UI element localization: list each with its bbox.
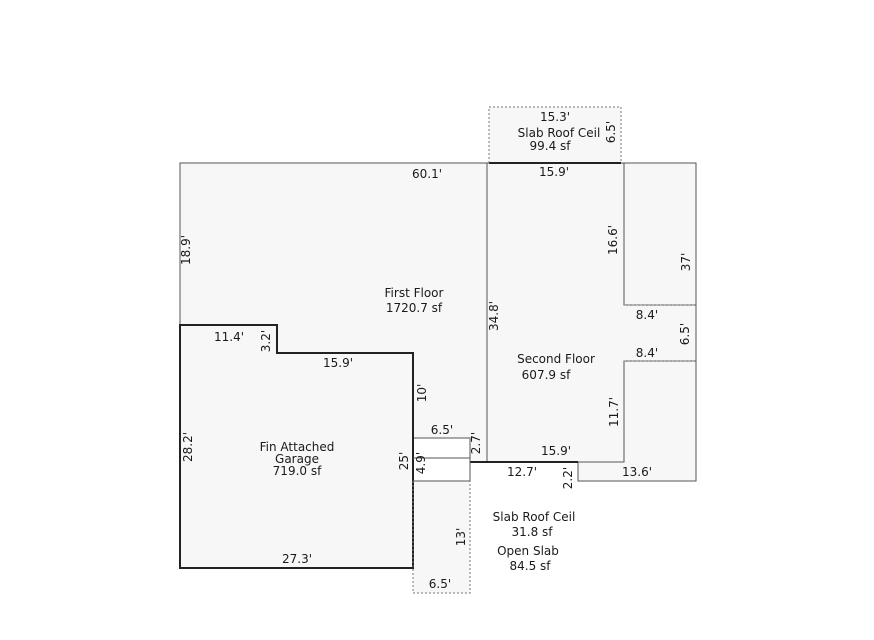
dim-open-slab-depth: 13' — [454, 528, 468, 547]
dim-small-width: 6.5' — [431, 423, 453, 437]
dim-second-right-lower: 11.7' — [607, 397, 621, 427]
garage-label-line2: Garage — [275, 452, 319, 466]
dim-second-bottom: 15.9' — [541, 444, 571, 458]
dim-notch-top: 8.4' — [636, 308, 658, 322]
second-floor-size: 607.9 sf — [522, 368, 571, 382]
dim-slab-top-width: 15.3' — [540, 110, 570, 124]
dim-top-width: 60.1' — [412, 167, 442, 181]
dim-right-height: 37' — [679, 253, 693, 272]
garage-outline — [179, 324, 414, 569]
garage-area — [180, 325, 413, 568]
first-floor-size: 1720.7 sf — [386, 301, 443, 315]
dim-second-top: 15.9' — [539, 165, 569, 179]
open-slab-label: Open Slab — [497, 544, 559, 558]
slab-roof-top-outline — [488, 106, 622, 163]
dim-notch-depth: 6.5' — [678, 323, 692, 345]
dim-garage-bottom: 27.3' — [282, 552, 312, 566]
slab-roof-top-label: Slab Roof Ceil — [518, 126, 601, 140]
dim-garage-right-lower: 25' — [397, 452, 411, 471]
dim-open-slab-width: 6.5' — [429, 577, 451, 591]
dim-second-left: 34.8' — [487, 301, 501, 331]
slab-roof-bottom-size: 31.8 sf — [511, 525, 553, 539]
dim-small-depth-a: 2.7' — [469, 432, 483, 454]
dim-garage-step-depth: 3.2' — [259, 330, 273, 352]
dim-garage-step-width: 11.4' — [214, 330, 244, 344]
open-slab-outline — [412, 481, 471, 594]
dim-garage-top: 15.9' — [323, 356, 353, 370]
second-floor-label: Second Floor — [517, 352, 595, 366]
first-floor-label: First Floor — [385, 286, 444, 300]
dim-bottom-step: 2.2' — [561, 467, 575, 489]
dim-left-upper: 18.9' — [179, 235, 193, 265]
open-slab-area — [413, 481, 470, 593]
dim-bottom-right: 13.6' — [622, 465, 652, 479]
garage-size: 719.0 sf — [273, 464, 322, 478]
garage-label-line1: Fin Attached — [260, 440, 335, 454]
dim-bottom-span: 12.7' — [507, 465, 537, 479]
slab-roof-bottom-label: Slab Roof Ceil — [493, 510, 576, 524]
dim-second-right-upper: 16.6' — [606, 225, 620, 255]
dim-garage-right-upper: 10' — [415, 384, 429, 403]
slab-roof-top-size: 99.4 sf — [529, 139, 571, 153]
first-floor-area — [180, 163, 696, 481]
open-slab-size: 84.5 sf — [509, 559, 551, 573]
dim-slab-top-depth: 6.5' — [604, 121, 618, 143]
dim-garage-left: 28.2' — [181, 432, 195, 462]
dim-small-depth-b: 4.9' — [414, 452, 428, 474]
slab-roof-top-area — [489, 107, 621, 163]
dim-notch-bottom: 8.4' — [636, 346, 658, 360]
